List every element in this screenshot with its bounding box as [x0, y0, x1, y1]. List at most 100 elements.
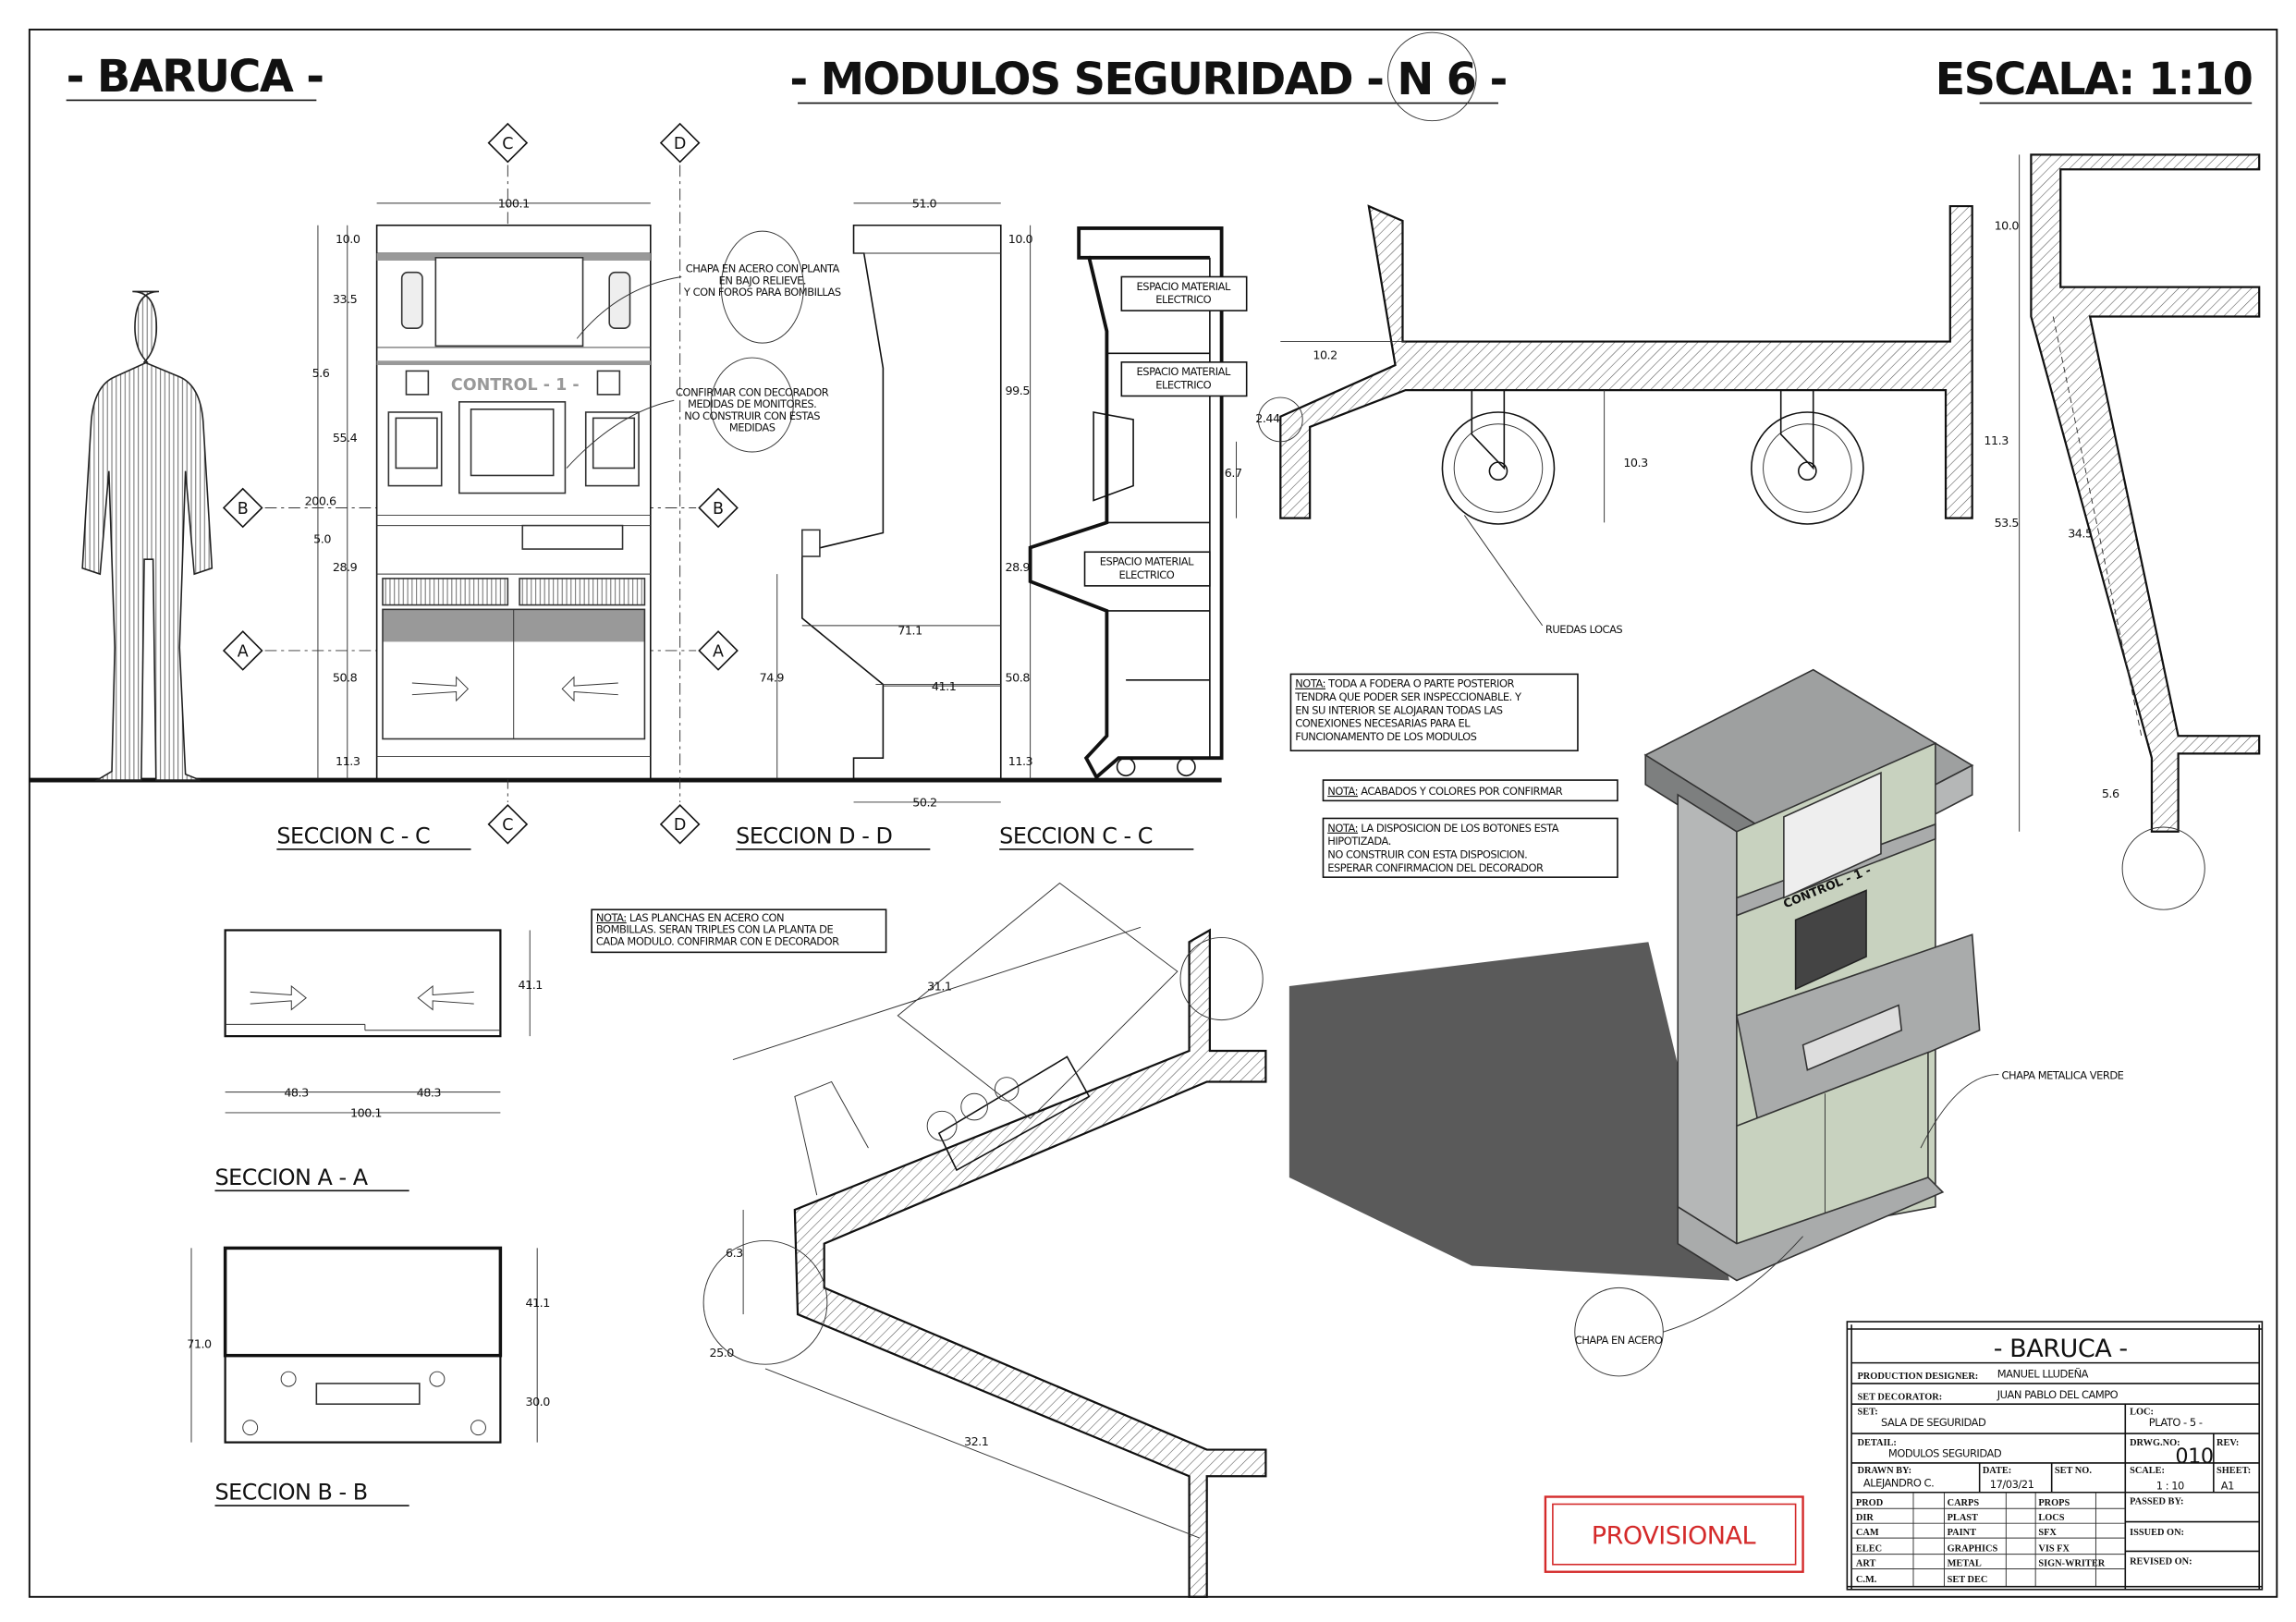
svg-text:PLATO - 5 -: PLATO - 5 -: [2149, 1416, 2203, 1429]
svg-text:PAINT: PAINT: [1948, 1528, 1977, 1538]
svg-text:SCALE:: SCALE:: [2130, 1466, 2165, 1476]
svg-text:10.0: 10.0: [336, 233, 360, 247]
svg-text:1 : 10: 1 : 10: [2156, 1480, 2184, 1493]
svg-text:DETAIL:: DETAIL:: [1857, 1438, 1896, 1448]
svg-text:NOTA: TODA A FODERA O PARTE PO: NOTA: TODA A FODERA O PARTE POSTERIOR: [1295, 677, 1514, 690]
svg-text:LOC:: LOC:: [2130, 1407, 2154, 1417]
svg-text:SET NO.: SET NO.: [2055, 1466, 2092, 1476]
svg-text:ISSUED ON:: ISSUED ON:: [2130, 1528, 2184, 1538]
svg-text:2.44: 2.44: [1255, 412, 1280, 426]
svg-text:SECCION B - B: SECCION B - B: [214, 1480, 367, 1506]
svg-text:10.2: 10.2: [1313, 349, 1337, 363]
svg-text:50.8: 50.8: [1006, 671, 1031, 685]
isometric-module: CONTROL - 1 - CHAPA METALICA VERDE CHAPA…: [1288, 668, 2124, 1377]
svg-text:CAM: CAM: [1856, 1528, 1879, 1538]
desk-profile-detail: 31.1 6.3 25.0 32.1: [702, 882, 1267, 1598]
svg-text:ELECTRICO: ELECTRICO: [1155, 293, 1211, 306]
svg-text:11.3: 11.3: [336, 755, 360, 769]
plan-section-aa: 41.1 48.3 48.3 100.1: [224, 929, 543, 1121]
section-titles: SECCION C - C SECCION D - D SECCION C - …: [214, 823, 1194, 1506]
svg-text:CARPS: CARPS: [1948, 1498, 1980, 1508]
svg-text:MEDIDAS: MEDIDAS: [729, 421, 776, 434]
svg-text:FUNCIONAMENTO DE LOS MODULOS: FUNCIONAMENTO DE LOS MODULOS: [1295, 730, 1476, 743]
svg-text:SIGN-WRITER: SIGN-WRITER: [2038, 1558, 2105, 1568]
svg-text:VIS FX: VIS FX: [2038, 1543, 2070, 1554]
svg-text:LOCS: LOCS: [2038, 1513, 2064, 1523]
callout-chapa-acero: CHAPA EN ACERO: [1575, 1334, 1663, 1347]
svg-text:METAL: METAL: [1948, 1558, 1982, 1568]
note-acabados: NOTA: ACABADOS Y COLORES POR CONFIRMAR: [1322, 779, 1618, 802]
callout-chapa-planta: CHAPA EN ACERO CON PLANTA EN BAJO RELIEV…: [576, 230, 841, 344]
svg-text:ALEJANDRO C.: ALEJANDRO C.: [1863, 1476, 1934, 1489]
svg-text:5.0: 5.0: [313, 533, 331, 547]
front-dimensions: 100.1 10.0 33.5 5.6 55.4 200.6 5.0 28.9 …: [305, 198, 651, 779]
svg-text:10.0: 10.0: [1008, 233, 1033, 247]
svg-text:SALA DE SEGURIDAD: SALA DE SEGURIDAD: [1881, 1416, 1986, 1429]
svg-text:34.5: 34.5: [2068, 527, 2092, 541]
callout-chapa-verde: CHAPA METALICA VERDE: [2002, 1068, 2124, 1081]
wheel-detail: 10.2 2.44 6.7 10.3 RUEDAS LOCAS: [1225, 204, 1973, 636]
svg-text:NOTA: LAS PLANCHAS EN ACERO CO: NOTA: LAS PLANCHAS EN ACERO CON: [596, 911, 784, 924]
svg-text:DRAWN BY:: DRAWN BY:: [1857, 1466, 1911, 1476]
svg-text:GRAPHICS: GRAPHICS: [1948, 1543, 1998, 1554]
svg-text:ESPACIO MATERIAL: ESPACIO MATERIAL: [1137, 280, 1231, 293]
svg-text:EN BAJO RELIEVE.: EN BAJO RELIEVE.: [719, 274, 806, 287]
provisional-stamp: PROVISIONAL: [1544, 1495, 1804, 1573]
svg-text:REVISED ON:: REVISED ON:: [2130, 1557, 2192, 1567]
svg-text:100.1: 100.1: [350, 1107, 382, 1121]
svg-text:NO CONSTRUIR CON ESTA DISPOSIC: NO CONSTRUIR CON ESTA DISPOSICION.: [1327, 848, 1527, 860]
svg-text:A: A: [238, 642, 249, 661]
scale-title: ESCALA: 1:10: [1936, 55, 2253, 105]
svg-text:55.4: 55.4: [333, 432, 358, 445]
svg-text:ESPACIO MATERIAL: ESPACIO MATERIAL: [1137, 365, 1231, 378]
svg-text:REV:: REV:: [2217, 1438, 2239, 1448]
callout-confirmar-monitores: CONFIRMAR CON DECORADOR MEDIDAS DE MONIT…: [566, 357, 829, 469]
svg-text:C: C: [502, 816, 513, 835]
svg-text:50.8: 50.8: [333, 671, 358, 685]
svg-text:ESPERAR CONFIRMACION DEL DECOR: ESPERAR CONFIRMACION DEL DECORADOR: [1327, 861, 1544, 874]
svg-text:SET DECORATOR:: SET DECORATOR:: [1857, 1392, 1942, 1402]
svg-text:PROPS: PROPS: [2038, 1498, 2070, 1508]
svg-text:48.3: 48.3: [417, 1086, 442, 1100]
svg-text:11.3: 11.3: [1984, 434, 2009, 448]
svg-text:5.6: 5.6: [2102, 787, 2119, 801]
svg-text:DATE:: DATE:: [1983, 1466, 2011, 1476]
svg-text:- BARUCA -: - BARUCA -: [1994, 1335, 2128, 1363]
svg-text:11.3: 11.3: [1008, 755, 1033, 769]
svg-text:31.1: 31.1: [927, 981, 951, 994]
svg-text:CONFIRMAR CON DECORADOR: CONFIRMAR CON DECORADOR: [676, 385, 829, 398]
svg-text:PROVISIONAL: PROVISIONAL: [1592, 1521, 1756, 1550]
title-block: - BARUCA - PRODUCTION DESIGNER: MANUEL L…: [1846, 1321, 2264, 1591]
svg-text:D: D: [674, 816, 686, 835]
svg-text:28.9: 28.9: [1006, 561, 1031, 575]
svg-text:MANUEL LLUDEÑA: MANUEL LLUDEÑA: [1997, 1367, 2089, 1381]
svg-text:BOMBILLAS. SERAN TRIPLES CON L: BOMBILLAS. SERAN TRIPLES CON LA PLANTA D…: [596, 923, 834, 936]
svg-text:51.0: 51.0: [912, 198, 937, 212]
svg-text:SECCION D - D: SECCION D - D: [736, 823, 892, 849]
svg-text:PASSED BY:: PASSED BY:: [2130, 1496, 2183, 1506]
svg-text:A1: A1: [2221, 1480, 2234, 1493]
note-fodera: NOTA: TODA A FODERA O PARTE POSTERIOR TE…: [1289, 673, 1579, 752]
svg-text:JUAN PABLO DEL CAMPO: JUAN PABLO DEL CAMPO: [1997, 1388, 2119, 1401]
svg-text:25.0: 25.0: [709, 1347, 734, 1360]
front-elevation: CONTROL - 1 -: [375, 224, 652, 780]
svg-text:100.1: 100.1: [498, 198, 530, 212]
svg-text:71.0: 71.0: [187, 1338, 212, 1352]
callout-ruedas: RUEDAS LOCAS: [1545, 623, 1623, 636]
svg-text:NO CONSTRUIR CON ESTAS: NO CONSTRUIR CON ESTAS: [684, 409, 820, 422]
svg-text:010: 010: [2175, 1445, 2213, 1469]
svg-text:10.3: 10.3: [1623, 457, 1648, 470]
svg-text:C.M.: C.M.: [1856, 1575, 1877, 1585]
svg-text:200.6: 200.6: [305, 494, 336, 508]
svg-text:MODULOS SEGURIDAD: MODULOS SEGURIDAD: [1888, 1447, 2002, 1460]
section-espacio: ESPACIO MATERIAL ELECTRICO ESPACIO MATER…: [1028, 226, 1248, 780]
svg-text:ELECTRICO: ELECTRICO: [1155, 379, 1211, 392]
svg-text:41.1: 41.1: [518, 979, 542, 993]
espacio-box-3: ESPACIO MATERIAL ELECTRICO: [1083, 551, 1211, 587]
espacio-box-2: ESPACIO MATERIAL ELECTRICO: [1120, 361, 1248, 397]
svg-text:CADA MODULO. CONFIRMAR CON E D: CADA MODULO. CONFIRMAR CON E DECORADOR: [596, 934, 839, 947]
svg-text:MEDIDAS DE MONITORES.: MEDIDAS DE MONITORES.: [688, 397, 816, 410]
svg-text:SFX: SFX: [2038, 1528, 2057, 1538]
section-markers: C D C D B B A A: [222, 122, 739, 845]
svg-text:PRODUCTION DESIGNER:: PRODUCTION DESIGNER:: [1857, 1372, 1978, 1382]
